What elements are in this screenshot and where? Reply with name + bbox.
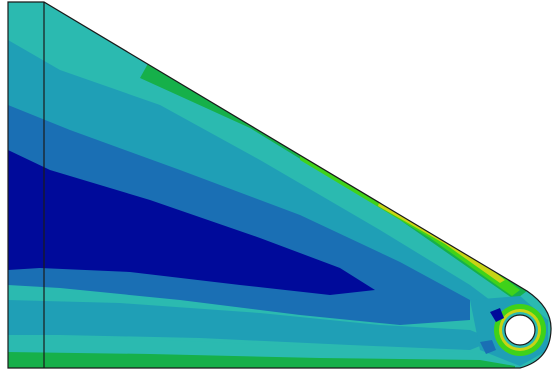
band-darkest xyxy=(8,150,375,295)
band-green-lower xyxy=(8,352,515,368)
band-green-upper xyxy=(140,60,527,300)
bracket-outline xyxy=(7,1,552,369)
bolt-hole xyxy=(504,314,536,346)
band-mid-lower xyxy=(8,300,495,350)
spot-dark-lower xyxy=(480,340,496,354)
spot-darkest-left xyxy=(490,308,504,322)
band-mid-upper xyxy=(8,40,490,300)
